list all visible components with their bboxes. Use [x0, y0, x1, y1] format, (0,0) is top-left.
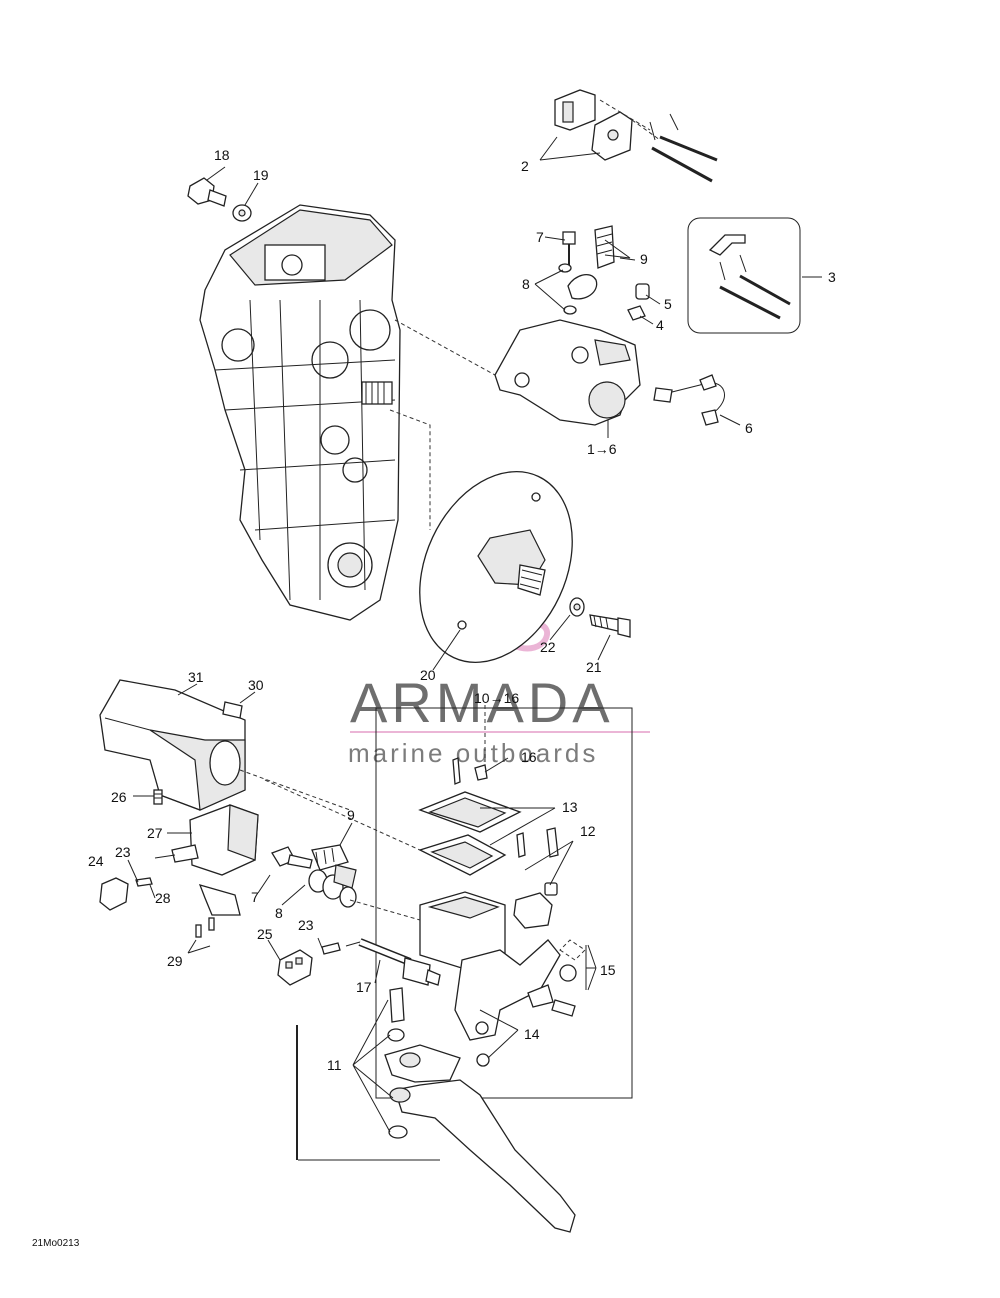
callout-30: 30	[248, 677, 264, 693]
armada-logo-watermark: ARMADA marine outboards	[348, 572, 650, 768]
brake-pads	[554, 89, 718, 183]
callout-19: 19	[253, 167, 269, 183]
callout-1-6: 1→6	[587, 441, 617, 457]
callout-27: 27	[147, 825, 163, 841]
kit-3-box	[687, 217, 822, 334]
master-cylinder	[375, 707, 633, 1099]
callout-14: 14	[524, 1026, 540, 1042]
callout-24: 24	[88, 853, 104, 869]
callout-21: 21	[586, 659, 602, 675]
callout-13: 13	[562, 799, 578, 815]
callout-23-left: 23	[115, 844, 131, 860]
brake-caliper	[494, 225, 725, 438]
callout-8-mid: 8	[275, 905, 283, 921]
callout-4: 4	[656, 317, 664, 333]
piston-rod	[345, 938, 441, 986]
callout-5: 5	[664, 296, 672, 312]
watermark-tagline: marine outboards	[348, 738, 598, 768]
callout-6: 6	[745, 420, 753, 436]
callout-31: 31	[188, 669, 204, 685]
callout-22: 22	[540, 639, 556, 655]
brake-disc	[419, 471, 631, 663]
callout-7-top: 7	[536, 229, 544, 245]
callout-23-right: 23	[298, 917, 314, 933]
brake-light-switch	[99, 789, 341, 986]
bolt-and-washer	[187, 177, 252, 222]
callout-8-top: 8	[522, 276, 530, 292]
banjo-fitting	[271, 844, 357, 908]
callout-11: 11	[327, 1057, 342, 1073]
callout-15: 15	[600, 962, 616, 978]
callout-9-mid: 9	[347, 807, 355, 823]
brake-lever	[296, 987, 576, 1233]
callout-10-16: 10→16	[474, 690, 519, 706]
callout-3: 3	[828, 269, 836, 285]
callout-26: 26	[111, 789, 127, 805]
callout-17: 17	[356, 979, 372, 995]
callout-12: 12	[580, 823, 596, 839]
callout-18: 18	[214, 147, 230, 163]
callout-9-top: 9	[640, 251, 648, 267]
diagram-code: 21Mo0213	[32, 1238, 80, 1249]
engine-housing	[199, 204, 401, 621]
callout-20: 20	[420, 667, 436, 683]
callout-labels: 2 3 18 19 7 9 8 5 4 6 1→6 20 22 21 31 30…	[32, 147, 836, 1249]
callout-28: 28	[155, 890, 171, 906]
callout-7-mid: 7	[251, 889, 259, 905]
watermark-name: ARMADA	[350, 671, 614, 734]
callout-16: 16	[521, 749, 537, 765]
leader-lines	[127, 136, 741, 1133]
switch-cover	[99, 679, 246, 811]
callout-2: 2	[521, 158, 529, 174]
callout-29: 29	[167, 953, 183, 969]
callout-25: 25	[257, 926, 273, 942]
